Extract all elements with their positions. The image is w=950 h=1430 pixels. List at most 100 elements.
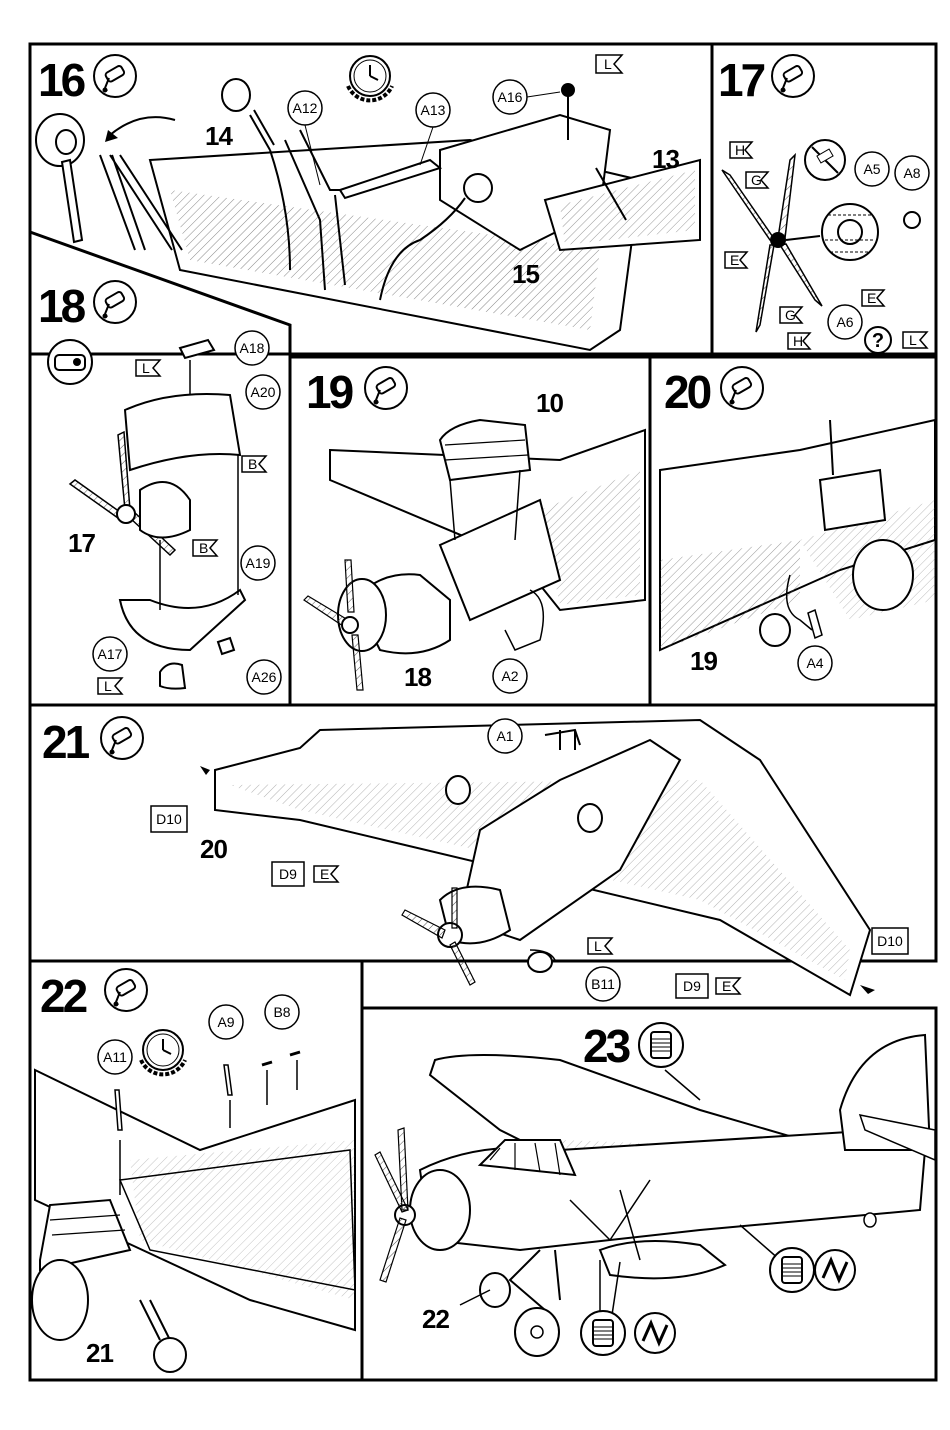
svg-text:E: E (867, 290, 876, 306)
glue-tube-icon (94, 281, 136, 323)
svg-text:B11: B11 (591, 976, 615, 992)
callout-A17: A17 (93, 637, 127, 671)
part-14: 14 (205, 121, 233, 151)
callout-A6: A6 (828, 305, 862, 339)
wave-icon (635, 1313, 675, 1353)
flag-B-right: B (242, 456, 266, 472)
part-18: 18 (404, 662, 431, 692)
box-D9-left: D9 (272, 862, 304, 886)
flag-L: L (596, 55, 622, 73)
svg-text:A6: A6 (836, 314, 853, 330)
glue-tube-icon (94, 55, 136, 97)
svg-text:L: L (104, 678, 112, 694)
flag-E-right: E (862, 290, 884, 306)
flag-E-right: E (716, 978, 740, 994)
flag-L: L (588, 938, 612, 954)
part-19: 19 (690, 646, 717, 676)
svg-text:G: G (751, 172, 762, 188)
rigging-thread-icon (639, 1023, 683, 1067)
step-20: 20 A4 19 (660, 366, 935, 680)
step-18: 18 A18 A20 A19 (38, 280, 281, 694)
part-13: 13 (652, 144, 679, 174)
svg-text:A1: A1 (496, 728, 513, 744)
svg-text:L: L (142, 360, 150, 376)
callout-A9: A9 (209, 1005, 243, 1039)
flag-G-top: G (746, 172, 768, 188)
svg-text:?: ? (872, 330, 884, 352)
svg-text:A18: A18 (240, 340, 265, 356)
part-22: 22 (422, 1304, 449, 1334)
svg-text:D10: D10 (877, 933, 903, 949)
svg-text:E: E (722, 978, 731, 994)
clock-icon (141, 1030, 185, 1074)
callout-A4: A4 (798, 646, 832, 680)
step-19: 19 A2 10 18 (304, 366, 645, 693)
flag-H-bottom: H (788, 333, 810, 349)
glue-tube-icon (365, 367, 407, 409)
svg-text:B: B (248, 456, 257, 472)
svg-text:B8: B8 (273, 1004, 290, 1020)
step-22: 22 A11 A9 B8 21 (32, 969, 355, 1372)
rigging-thread-icon (581, 1311, 625, 1355)
canopy-part-10 (440, 420, 530, 480)
callout-A20: A20 (246, 375, 280, 409)
callout-A19: A19 (241, 546, 275, 580)
svg-text:L: L (909, 332, 917, 348)
flag-G-bottom: G (780, 307, 802, 323)
callout-A2: A2 (493, 659, 527, 693)
callout-A1: A1 (488, 719, 522, 753)
flag-L: L (903, 332, 927, 348)
flag-E-left: E (314, 866, 338, 882)
box-D9-right: D9 (676, 974, 708, 998)
box-D10-right: D10 (872, 928, 908, 954)
clock-icon (348, 56, 392, 100)
svg-text:A17: A17 (98, 646, 123, 662)
step-23: 23 22 (375, 1020, 935, 1356)
step-number: 17 (718, 54, 765, 106)
part-10: 10 (536, 388, 563, 418)
svg-text:A9: A9 (217, 1014, 234, 1030)
part-20: 20 (200, 834, 227, 864)
svg-text:E: E (320, 866, 329, 882)
svg-text:G: G (785, 307, 796, 323)
svg-text:B: B (199, 540, 208, 556)
question-icon: ? (865, 327, 891, 353)
step-number: 22 (40, 970, 87, 1022)
svg-text:A11: A11 (103, 1049, 127, 1065)
box-D10-left: D10 (151, 806, 187, 832)
callout-A16: A16 (493, 80, 560, 114)
step-number: 16 (38, 54, 85, 106)
svg-text:A12: A12 (293, 100, 318, 116)
svg-text:D9: D9 (279, 866, 297, 882)
svg-text:A8: A8 (903, 165, 920, 181)
flag-L-bottom: L (98, 678, 122, 694)
callout-A18: A18 (235, 331, 269, 365)
glue-tube-icon (105, 969, 147, 1011)
part-15: 15 (512, 259, 539, 289)
glue-tube-icon (772, 55, 814, 97)
paint-tin-icon (48, 340, 92, 384)
step-number: 21 (42, 716, 90, 768)
svg-text:A20: A20 (251, 384, 276, 400)
radial-engine (822, 204, 878, 260)
svg-text:H: H (735, 142, 745, 158)
flag-H-top: H (730, 142, 752, 158)
step-number: 19 (306, 366, 353, 418)
callout-A11: A11 (98, 1040, 132, 1074)
glue-tube-icon (721, 367, 763, 409)
svg-text:L: L (594, 938, 602, 954)
svg-text:D10: D10 (156, 811, 182, 827)
svg-text:D9: D9 (683, 978, 701, 994)
svg-text:A13: A13 (421, 102, 446, 118)
rigging-thread-icon (770, 1248, 814, 1292)
wave-icon (815, 1250, 855, 1290)
svg-text:A16: A16 (498, 89, 523, 105)
svg-text:E: E (730, 252, 739, 268)
svg-text:L: L (604, 56, 612, 72)
callout-B8: B8 (265, 995, 299, 1029)
flag-E-left: E (725, 252, 747, 268)
flag-B-mid: B (193, 540, 217, 556)
step-number: 20 (664, 366, 711, 418)
callout-A8: A8 (895, 156, 929, 190)
svg-text:A19: A19 (246, 555, 271, 571)
